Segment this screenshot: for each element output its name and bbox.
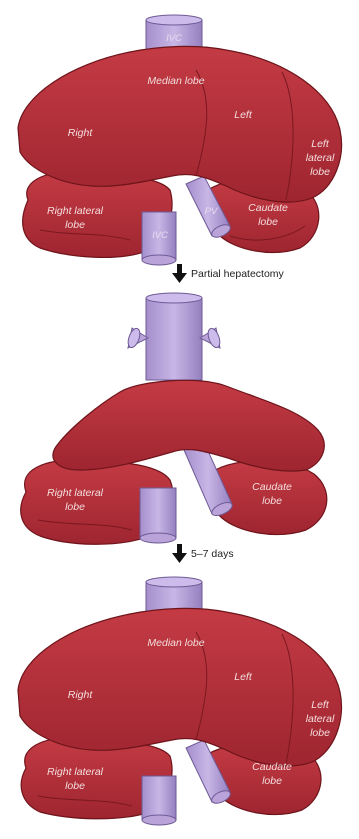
label-left-lateral-3: lobe [310,727,330,739]
label-median-lobe: Median lobe [147,75,204,87]
ligated-vessel-stump-left [126,327,148,349]
ligated-vessel-stump-right [200,327,222,349]
label-right-lateral-1: Right lateral [47,766,104,778]
arrow-head [172,273,187,283]
label-left-lateral-3: lobe [310,166,330,178]
arrow-head [172,553,187,563]
label-right-lobe: Right [68,127,94,139]
label-right-lateral-1: Right lateral [47,205,104,217]
label-left-lobe: Left [234,109,253,121]
label-left-lateral-1: Left [311,138,330,150]
stage-after-hepatectomy: Right lateral lobe Caudate lobe [21,293,327,544]
label-ivc-top: IVC [166,33,182,44]
label-median-lobe: Median lobe [147,637,204,649]
label-partial-hepatectomy: Partial hepatectomy [191,268,285,280]
arrow-regeneration: 5–7 days [172,544,234,563]
arrow-shaft [177,264,182,274]
label-right-lobe: Right [68,689,94,701]
label-left-lateral-2: lateral [306,152,335,164]
label-right-lateral-1: Right lateral [47,487,104,499]
label-right-lateral-2: lobe [65,219,85,231]
label-caudate-1: Caudate [252,481,292,493]
label-5-7-days: 5–7 days [191,548,234,560]
ivc-top-vessel [146,293,202,380]
arrow-shaft [177,544,182,554]
label-pv: PV [205,206,219,217]
arrow-partial-hepatectomy: Partial hepatectomy [172,264,285,283]
label-caudate-1: Caudate [248,202,288,214]
label-right-lateral-2: lobe [65,501,85,513]
label-ivc-bottom: IVC [152,230,168,241]
stage-regenerated-liver: Median lobe Left Right Left lateral lobe… [18,577,342,825]
stage-intact-liver: IVC Median lobe Left Right Left lateral … [18,15,342,265]
label-left-lobe: Left [234,671,253,683]
label-left-lateral-2: lateral [306,713,335,725]
label-caudate-2: lobe [258,216,278,228]
label-caudate-2: lobe [262,495,282,507]
label-left-lateral-1: Left [311,699,330,711]
ivc-lower-vessel [142,776,176,825]
ivc-lower-vessel [140,488,176,543]
label-caudate-2: lobe [262,775,282,787]
label-right-lateral-2: lobe [65,780,85,792]
label-caudate-1: Caudate [252,761,292,773]
